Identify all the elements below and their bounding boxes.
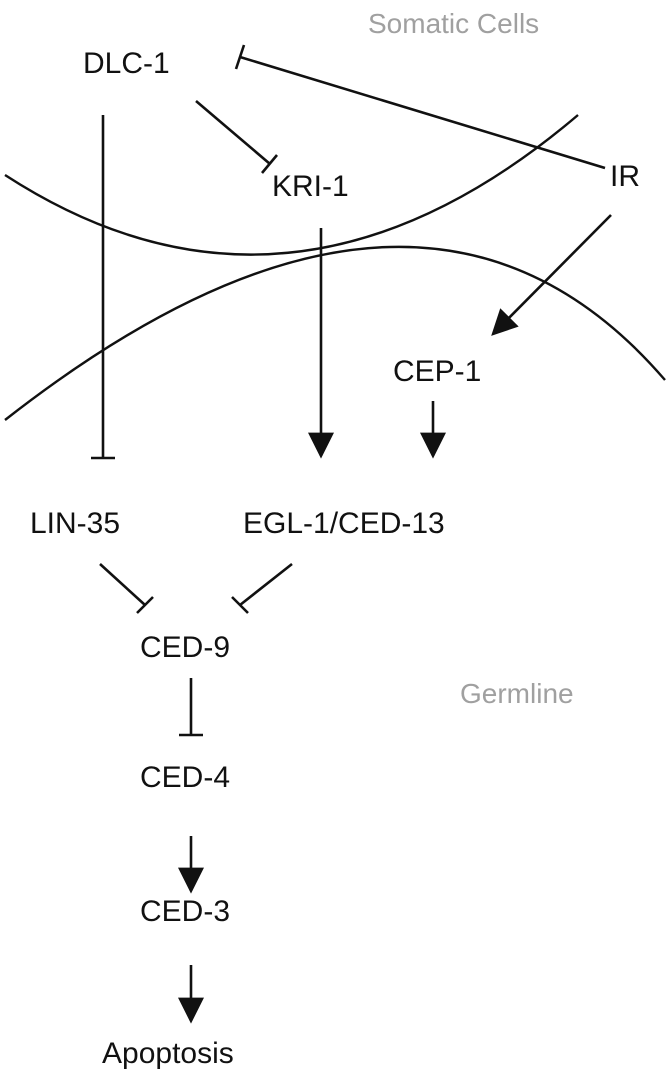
edge-egl1-inhibits-ced9 [239, 562, 293, 607]
somatic-membrane [4, 114, 579, 256]
node-kri1: KRI-1 [272, 170, 349, 203]
node-ced9: CED-9 [140, 631, 230, 664]
germline-label: Germline [460, 678, 574, 709]
node-ced3: CED-3 [140, 895, 230, 928]
edge-dlc1-inhibits-kri1 [195, 100, 271, 165]
edge-lin35-ced9-bar [136, 596, 154, 614]
node-apoptosis: Apoptosis [102, 1037, 234, 1070]
edge-lin35-inhibits-ced9 [99, 563, 146, 606]
edge-egl1-ced9-bar [231, 596, 249, 614]
node-ir: IR [610, 160, 640, 193]
edge-dlc1-kri1-bar [261, 154, 278, 174]
node-lin35: LIN-35 [30, 507, 120, 540]
node-cep1: CEP-1 [393, 355, 481, 388]
node-egl1-ced13: EGL-1/CED-13 [243, 507, 445, 540]
somatic-cells-label: Somatic Cells [368, 8, 539, 39]
edge-ir-inhibits-dlc1 [239, 55, 606, 170]
edge-ir-activates-cep1 [491, 214, 612, 336]
germline-membrane [4, 245, 666, 421]
edge-ir-dlc1-bar [234, 44, 246, 70]
node-dlc1: DLC-1 [83, 47, 170, 80]
node-ced4: CED-4 [140, 761, 230, 794]
